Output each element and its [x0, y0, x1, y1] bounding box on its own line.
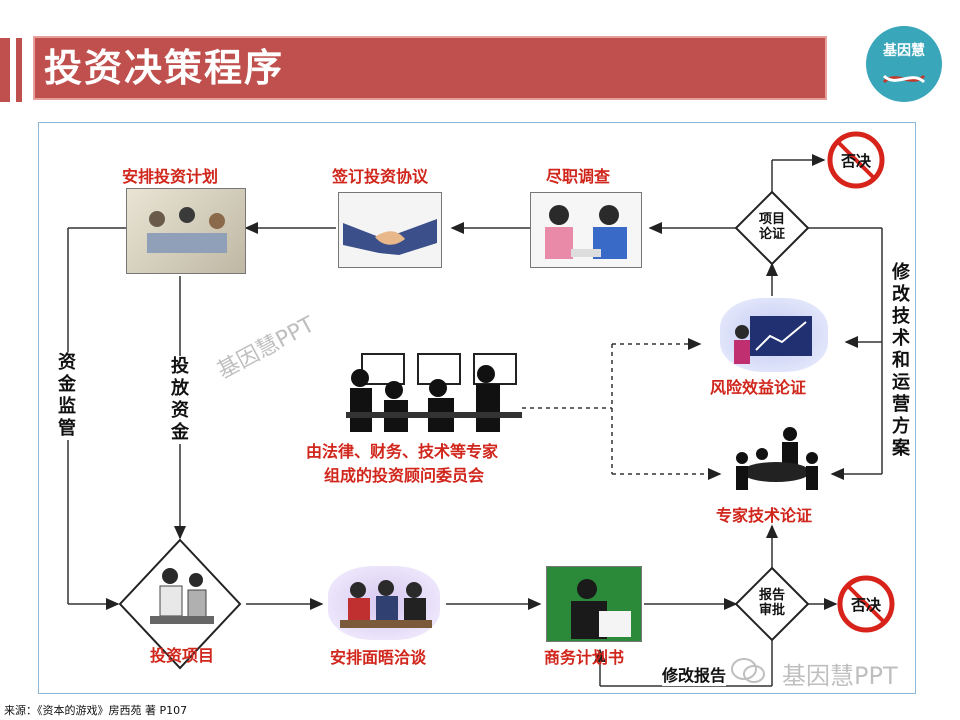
- page-title: 投资决策程序: [44, 46, 285, 90]
- header-accent-bar-thin: [16, 38, 22, 102]
- node-expert-review: 专家技术论证: [716, 506, 813, 525]
- node-reject-bottom: 否决: [850, 596, 881, 614]
- risk-return-illustration: [720, 298, 828, 372]
- due-diligence-illustration: [530, 192, 642, 268]
- expert-review-illustration: [726, 422, 826, 494]
- meeting-illustration: [126, 188, 246, 274]
- node-investment-project: 投资项目: [150, 646, 215, 665]
- node-arrange-meeting: 安排面晤洽谈: [330, 648, 427, 667]
- logo-text: 基因慧: [883, 43, 925, 59]
- business-plan-illustration: [546, 566, 642, 642]
- header-accent-bar: [0, 38, 10, 102]
- committee-illustration: [346, 350, 522, 434]
- node-report-approval: 报告审批: [758, 588, 785, 618]
- node-committee-line2: 组成的投资顾问委员会: [324, 466, 485, 485]
- watermark-bottom: 基因慧PPT: [782, 662, 898, 690]
- logo-badge: [866, 26, 942, 102]
- handshake-illustration: [338, 192, 442, 268]
- node-revise-report: 修改报告: [662, 662, 727, 686]
- label-revise-tech: 修改技术和运营方案: [890, 262, 912, 460]
- label-fund-supervision: 资金监管: [56, 352, 78, 440]
- dna-icon: [882, 74, 926, 84]
- node-project-review: 项目论证: [758, 212, 785, 242]
- node-risk-return: 风险效益论证: [710, 378, 807, 397]
- label-release-funds: 投放资金: [169, 356, 191, 444]
- node-business-plan: 商务计划书: [544, 648, 625, 667]
- node-due-diligence: 尽职调查: [546, 167, 611, 186]
- project-lab-illustration: [146, 562, 218, 634]
- node-arrange-plan: 安排投资计划: [122, 167, 219, 186]
- node-reject-top: 否决: [840, 152, 871, 170]
- meeting-negotiation-illustration: [328, 566, 440, 640]
- title-banner: [33, 36, 827, 100]
- node-committee-line1: 由法律、财务、技术等专家: [306, 442, 499, 461]
- source-citation: 来源：《资本的游戏》房西苑 著 P107: [4, 704, 188, 717]
- stop-icons: [827, 131, 895, 633]
- node-sign-agreement: 签订投资协议: [332, 167, 429, 186]
